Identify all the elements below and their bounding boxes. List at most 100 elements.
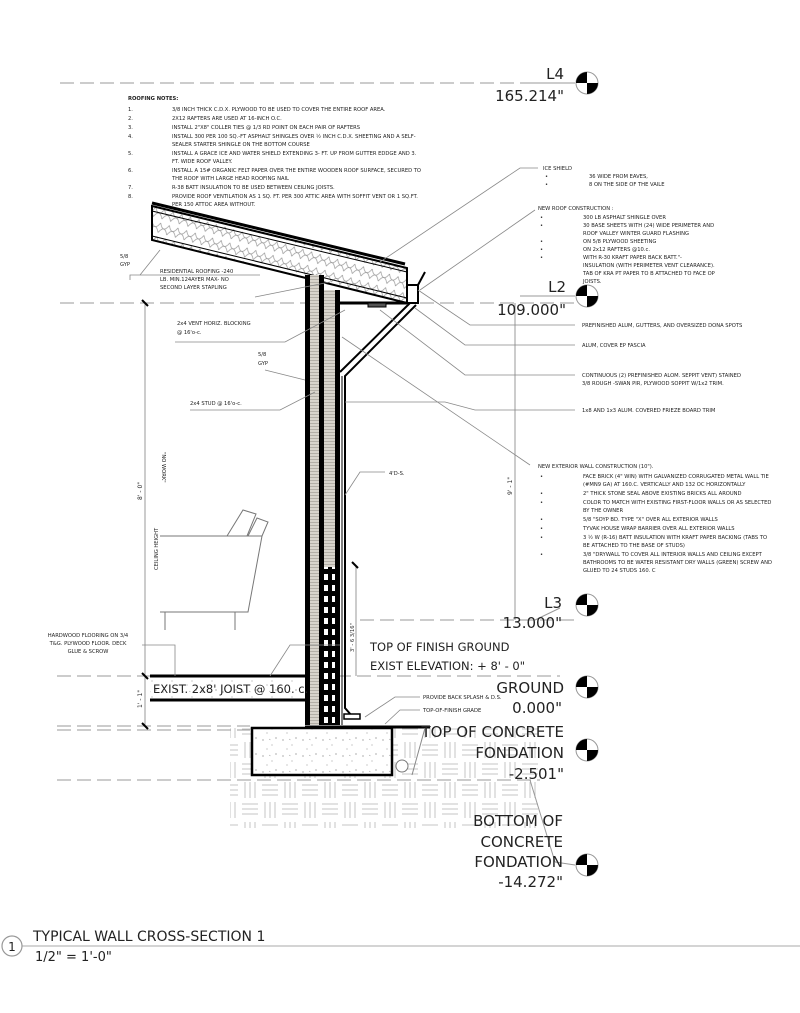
level-name: L3: [544, 594, 562, 612]
wall-assembly: [305, 275, 343, 725]
wall-height-dim: 9' - 1": [507, 477, 514, 495]
title-block: 1 TYPICAL WALL CROSS-SECTION 1 1/2" = 1'…: [1, 929, 800, 965]
ice-shield-item: 8 ON THE SIDE OF THE VAILE: [589, 182, 664, 188]
note-num: 5.: [128, 151, 133, 157]
new-wall-item: 3 ½ W (R-16) BATT INSULATION WITH KRAFT …: [583, 534, 767, 541]
level-value: 165.214": [495, 87, 564, 105]
level-name: GROUND: [496, 679, 564, 697]
note-text: THE ROOF WITH LARGE HEAD ROOFING NAIL: [171, 176, 289, 182]
stud-label: 2x4 STUD @ 16'o-c.: [190, 401, 242, 407]
new-wall-item: 3/8 "DRYWALL TO COVER ALL INTERIOR WALLS…: [583, 552, 763, 558]
vent-blocking-label: 2x4 VENT HORIZ. BLOCKING: [177, 321, 251, 327]
level-name: BOTTOM OF: [473, 812, 563, 830]
section-labels: 5/8 GYP RESIDENTIAL ROOFING -240 LB. MIN…: [48, 254, 525, 714]
note-num: 2.: [128, 116, 133, 122]
new-roof-item: 30 BASE SHEETS WITH (24) WIDE PERIMETER …: [583, 223, 714, 229]
ice-shield-heading: ICE SHIELD: [543, 166, 572, 172]
svg-text:•: •: [540, 215, 543, 221]
level-value: -2.501": [509, 765, 564, 783]
note-text: 2X12 RAFTERS ARE USED AT 16-INCH O.C.: [172, 116, 282, 122]
svg-text:•: •: [540, 552, 543, 558]
hardwood-label: T&G. PLYWOOD FLOOR. DECK: [49, 641, 127, 647]
note-text: FT. WIDE ROOF VALLEY.: [172, 159, 233, 165]
eave-labels: PREFINISHED ALUM, GUTTERS, AND OVERSIZED…: [582, 323, 742, 414]
svg-text:•: •: [540, 223, 543, 229]
gyp-roof-label: 5/8: [120, 254, 128, 260]
finish-ground-label: TOP OF FINISH GROUND: [369, 640, 510, 654]
level-markers: L4 165.214" L2 109.000" L3 13.000" GROUN…: [421, 65, 599, 891]
finish-grade-label: TOP-OF-FINISH GRADE: [422, 708, 481, 714]
level-value: 109.000": [497, 301, 566, 319]
note-num: 4.: [128, 134, 133, 140]
new-wall-item: GLUED TO 24 STUDS 160. C: [583, 568, 656, 574]
new-wall-heading: NEW EXTERIOR WALL CONSTRUCTION (10").: [538, 464, 654, 470]
note-text: INSTALL A GRACE ICE AND WATER SHIELD EXT…: [172, 151, 417, 157]
residential-roofing-label: SECOND LAYER STAPLING: [160, 285, 227, 291]
level-value: 13.000": [503, 614, 562, 632]
ceiling-height-dim: 8' - 0": [137, 482, 144, 500]
note-num: 3.: [128, 125, 133, 131]
floor-dim: 1' - 1": [137, 690, 144, 708]
brick-height-dim: 3' - 6 3/16": [350, 623, 356, 652]
level-name: FONDATION: [475, 744, 564, 762]
level-value: 0.000": [512, 699, 562, 717]
section-title: TYPICAL WALL CROSS-SECTION 1: [32, 929, 265, 945]
section-scale: 1/2" = 1'-0": [35, 950, 112, 965]
note-text: INSTALL 2"X8" COLLER TIES @ 1/3 RD POINT…: [172, 125, 360, 131]
ice-shield-item: 36 WIDE FROM EAVES,: [589, 174, 648, 180]
new-roof-item: INSULATION (WITH PERIMETER VENT CLEARANC…: [583, 263, 715, 269]
svg-text:•: •: [540, 255, 543, 261]
svg-text:•: •: [545, 174, 548, 180]
gutter-label: PREFINISHED ALUM, GUTTERS, AND OVERSIZED…: [582, 323, 742, 329]
new-roof-item: 300 LB ASPHALT SHINGLE OVER: [583, 215, 666, 221]
note-num: 8.: [128, 194, 133, 200]
new-roof-item: ON 2x12 RAFTERS @10.c.: [583, 247, 650, 253]
svg-text:•: •: [540, 474, 543, 480]
note-num: 6.: [128, 168, 133, 174]
level-marker-ground: GROUND 0.000": [496, 675, 599, 717]
ice-shield-notes: ICE SHIELD • 36 WIDE FROM EAVES, • 8 ON …: [543, 166, 664, 188]
level-value: -14.272": [498, 873, 563, 891]
no-work-label: "NO WORK": [160, 452, 166, 483]
floor-joist: [150, 674, 305, 702]
dimension-lines: [141, 299, 516, 730]
new-roof-heading: NEW ROOF CONSTRUCTION :: [538, 206, 614, 212]
note-text: SEALER STARTER SHINGLE ON THE BOTTOM COU…: [172, 142, 310, 148]
note-text: 3/8 INCH THICK C.D.X. PLYWOOD TO BE USED…: [172, 107, 386, 113]
svg-text:•: •: [540, 239, 543, 245]
ceiling-height-label: CEILING HEIGHT: [154, 527, 160, 570]
downspout-label: 4'D-S.: [389, 471, 405, 477]
level-name: L4: [546, 65, 564, 83]
new-wall-item: (#MN9 GA) AT 160.C. VERTICALLY AND 132 O…: [583, 482, 746, 488]
svg-text:•: •: [540, 247, 543, 253]
note-text: R-38 BATT INSULATION TO BE USED BETWEEN …: [172, 185, 335, 191]
svg-text:•: •: [540, 535, 543, 541]
back-splash-label: PROVIDE BACK SPLASH & D.S.: [423, 695, 502, 701]
residential-roofing-label: RESIDENTIAL ROOFING -240: [160, 269, 233, 275]
new-wall-item: TYVAK HOUSE WRAP BARRIER OVER ALL EXTERI…: [582, 526, 735, 532]
gyp-roof-label: GYP: [120, 262, 130, 268]
roofing-notes-heading: ROOFING NOTES:: [128, 96, 178, 102]
level-name: TOP OF CONCRETE: [421, 723, 565, 741]
note-num: 1.: [128, 107, 133, 113]
gutter-downspout: [339, 271, 426, 720]
section-number: 1: [8, 940, 16, 954]
roofing-notes: ROOFING NOTES: 1. 3/8 INCH THICK C.D.X. …: [128, 96, 421, 208]
concrete-footing: [250, 725, 430, 777]
soffit-label: 3/8 ROUGH -SWAN PIR, PLYWOOD SOPPIT W/1x…: [582, 381, 724, 387]
note-text: INSTALL 300 PER 100 SQ.-FT ASPHALT SHING…: [172, 133, 416, 140]
svg-text:•: •: [540, 526, 543, 532]
note-text: INSTALL A 15# ORGANIC FELT PAPER OVER TH…: [172, 168, 421, 174]
note-num: 7.: [128, 185, 133, 191]
level-marker-l2: L2 109.000": [497, 278, 599, 319]
frieze-label: 1x8 AND 1x3 ALUM. COVERED FRIEZE BOARD T…: [582, 408, 715, 414]
new-roof-item: TAB OF KRA PT PAPER TO B ATTACHED TO FAC…: [582, 271, 715, 277]
armchair-sketch: [160, 509, 269, 630]
svg-text:•: •: [540, 491, 543, 497]
fascia-label: ALUM, COVER EP FASCIA: [582, 343, 646, 349]
new-roof-item: WITH R-30 KRAFT PAPER BACK BATT."-: [583, 255, 682, 261]
new-roof-item: ROOF VALLEY WINTER GUARD FLASHING: [583, 231, 689, 237]
finish-ground-label: EXIST ELEVATION: + 8' - 0": [370, 659, 525, 673]
new-wall-item: 2" THICK STONE SEAL ABOVE EXISTING BRICK…: [583, 491, 742, 497]
